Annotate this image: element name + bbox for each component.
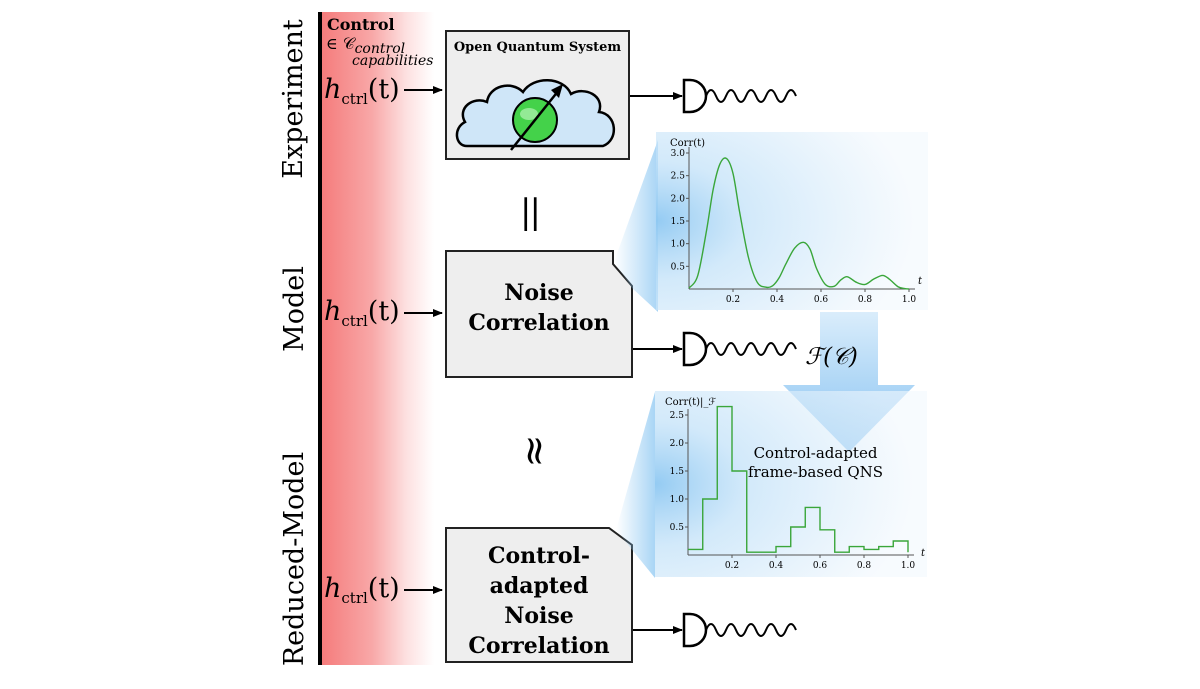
control-adapted-box-shape	[445, 527, 633, 663]
plot1-y-tick-label: 2.0	[671, 194, 686, 204]
noise-correlation-box: Noise Correlation	[445, 250, 633, 378]
fourier-transform-label: ℱ(𝒞)	[805, 344, 858, 370]
plot1-x-tick-label: 0.6	[814, 295, 829, 305]
control-adapted-line1: Control-adapted	[487, 543, 591, 599]
control-set-subscript: capabilities	[352, 53, 434, 69]
hctrl-label-model: hctrl(t)	[324, 296, 400, 330]
correlation-plot: 0.2 0.4 0.6 0.8 1.0 0.5 1.0 1.5 2.0 2.5 3.0 Corr(t…	[656, 132, 928, 310]
qns-caption-line2: frame-based QNS	[748, 463, 884, 481]
control-set: ∈ 𝒞control	[326, 34, 406, 57]
open-quantum-system-box: Open Quantum System	[445, 30, 630, 160]
noise-correlation-line1: Noise	[504, 280, 574, 306]
plot1-y-tick-label: 2.5	[671, 172, 686, 182]
vertical-divider	[318, 12, 322, 665]
diagram-connectors	[404, 78, 915, 648]
plot2-xlabel: t	[921, 548, 926, 559]
plot1-x-tick-label: 0.2	[726, 295, 740, 305]
callout-glow-reduced	[616, 392, 655, 578]
plot2-x-tick-label: 0.8	[857, 561, 872, 571]
noise-correlation-line2: Correlation	[468, 310, 610, 336]
plot2-x-tick-label: 0.6	[813, 561, 828, 571]
qns-caption-line1: Control-adapted	[753, 444, 878, 462]
callout-glow-model	[614, 140, 658, 312]
detector-icon-experiment	[682, 78, 797, 114]
plot2-x-tick-label: 1.0	[901, 561, 916, 571]
plot2-y-tick-label: 1.5	[670, 467, 685, 477]
plot1-y-tick-label: 0.5	[671, 262, 686, 272]
control-adapted-line3: Correlation	[468, 633, 610, 659]
plot2-y-tick-label: 1.0	[670, 495, 685, 505]
plot1-xlabel: t	[918, 276, 923, 287]
cloud-qubit-icon	[455, 79, 615, 151]
plot2-ylabel: Corr(t)|_ℱ	[665, 397, 716, 408]
plot1-x-tick-label: 0.8	[858, 295, 873, 305]
plot2-y-tick-label: 2.5	[670, 411, 685, 421]
qns-caption: Control-adapted frame-based QNS	[748, 444, 883, 482]
control-adapted-line2: Noise	[504, 603, 574, 629]
hctrl-label-reduced: hctrl(t)	[324, 573, 400, 607]
plot2-y-tick-label: 2.0	[670, 439, 685, 449]
control-adapted-box: Control-adapted Noise Correlation	[445, 527, 633, 663]
open-quantum-system-title: Open Quantum System	[453, 40, 622, 55]
plot1-y-tick-label: 1.0	[671, 240, 686, 250]
detector-icon-reduced	[682, 612, 797, 648]
plot2-x-tick-label: 0.2	[725, 561, 739, 571]
framed-correlation-plot: 0.2 0.4 0.6 0.8 1.0 0.5 1.0 1.5 2.0 2.5 Corr(t)|_…	[655, 391, 927, 577]
plot1-x-tick-label: 1.0	[902, 295, 917, 305]
plot2-series-step	[688, 405, 909, 553]
control-band	[322, 12, 434, 665]
equals-relation: ||	[520, 192, 541, 232]
plot2-x-tick-label: 0.4	[769, 561, 784, 571]
control-title: Control	[327, 15, 395, 34]
plot2-y-tick-label: 0.5	[670, 523, 685, 533]
plot1-y-tick-label: 3.0	[671, 149, 686, 159]
plot1-series-line	[688, 157, 910, 290]
plot1-ylabel: Corr(t)	[670, 138, 705, 149]
plot1-x-tick-label: 0.4	[770, 295, 785, 305]
plot1-y-tick-label: 1.5	[671, 217, 686, 227]
hctrl-label-experiment: hctrl(t)	[324, 74, 400, 108]
detector-icon-model	[682, 331, 797, 367]
